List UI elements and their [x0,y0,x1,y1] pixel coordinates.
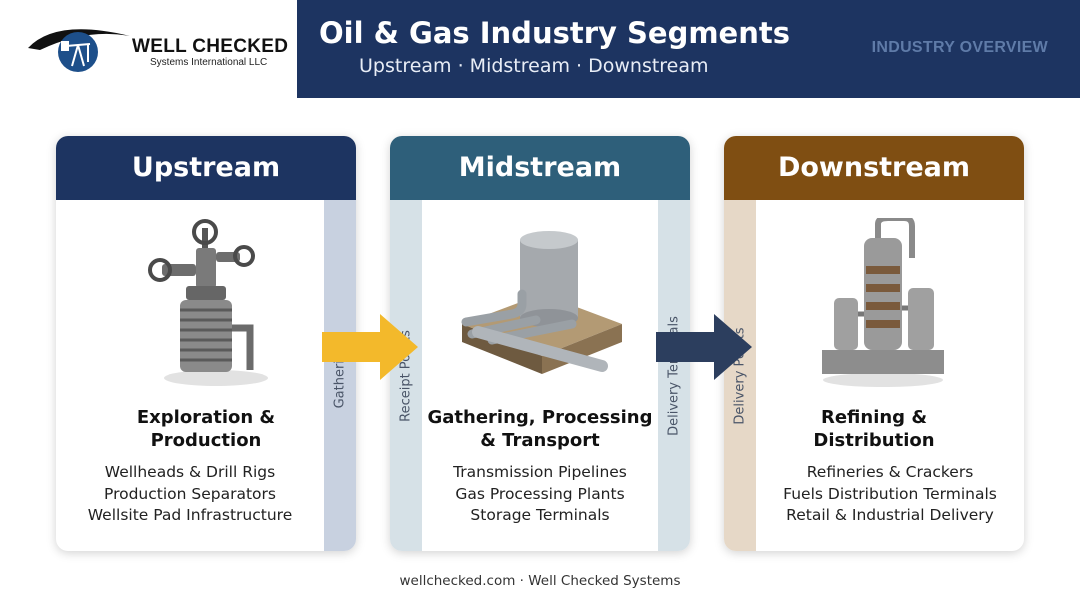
segment-title: Upstream [56,136,356,200]
flow-arrow-upstream-to-midstream [322,314,418,380]
pumpjack-logo-icon [28,29,130,72]
strip-delivery-terminals: Delivery Terminals [658,200,690,551]
refinery-column-icon [822,218,944,387]
segment-items: Wellheads & Drill Rigs Production Separa… [56,462,324,527]
list-item: Transmission Pipelines [453,463,627,481]
page-title: Oil & Gas Industry Segments [319,16,790,50]
list-item: Retail & Industrial Delivery [786,506,994,524]
list-item: Refineries & Crackers [806,463,974,481]
storage-tank-pipeline-icon [461,231,622,374]
segment-items: Transmission Pipelines Gas Processing Pl… [390,462,690,527]
segment-heading: Gathering, Processing & Transport [390,406,690,452]
strip-delivery-points: Delivery Points [724,200,756,551]
segment-heading-line: & Transport [480,430,600,451]
header-band: Oil & Gas Industry Segments Upstream · M… [297,0,1080,98]
list-item: Production Separators [104,484,276,503]
segment-card-upstream: Upstream Gathering Exploration & Product… [56,136,356,551]
segment-items: Refineries & Crackers Fuels Distribution… [756,462,1024,527]
logo-area: WELL CHECKED Systems International LLC [0,0,297,98]
segment-heading-line: Distribution [813,430,935,451]
list-item: Gas Processing Plants [455,484,625,503]
strip-receipt-points: Receipt Points [390,200,422,551]
list-item: Storage Terminals [470,506,610,524]
page-subtitle: Upstream · Midstream · Downstream [359,55,709,77]
segment-title: Downstream [724,136,1024,200]
brand-tagline: Systems International LLC [150,57,268,68]
section-tag: INDUSTRY OVERVIEW [871,39,1048,56]
list-item: Wellsite Pad Infrastructure [87,506,293,524]
flow-arrow-midstream-to-downstream [656,314,752,380]
brand-name: WELL CHECKED [132,36,289,57]
segment-heading-line: Gathering, Processing [427,407,653,428]
segment-heading-line: Refining & [820,407,928,428]
list-item: Wellheads & Drill Rigs [104,463,276,481]
footer-text: wellchecked.com · Well Checked Systems [399,573,681,589]
segment-heading-line: Exploration & [136,407,276,428]
list-item: Fuels Distribution Terminals [783,484,997,503]
segment-heading: Refining & Distribution [724,406,1024,452]
segment-title: Midstream [390,136,690,200]
wellhead-icon [148,219,268,386]
segment-heading-line: Production [150,430,262,451]
strip-gathering: Gathering [324,200,356,551]
segment-heading: Exploration & Production [56,406,356,452]
segment-card-midstream: Midstream Receipt Points Delivery Termin… [390,136,690,551]
segment-card-downstream: Downstream Delivery Points Refining & Di… [724,136,1024,551]
